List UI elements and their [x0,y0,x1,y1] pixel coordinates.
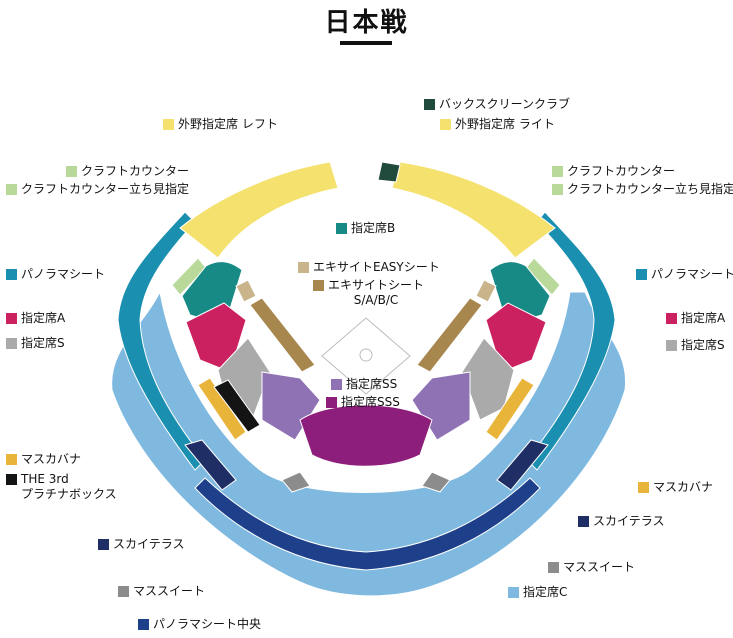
label-masukabana-left: マスカバナ [6,452,81,467]
home-plate [359,348,373,362]
swatch-outfield-right [440,119,451,130]
section-backscreen[interactable] [377,161,401,183]
section-mass-suite-right[interactable] [421,471,451,493]
swatch-outfield-left [163,119,174,130]
label-reserved-b: 指定席B [336,221,395,236]
swatch-craft-stand-left [6,184,17,195]
swatch-craft-right [552,166,563,177]
swatch-masukabana-right [638,482,649,493]
label-panorama-center: パノラマシート中央 [138,617,261,632]
section-outfield-left[interactable] [179,161,339,259]
label-panorama-right: パノラマシート [636,267,733,282]
swatch-sky-terrace-right [578,516,589,527]
swatch-reserved-s-left [6,338,17,349]
swatch-exciting [313,280,324,291]
section-exciting-easy-right[interactable] [475,279,497,303]
label-panorama-left: パノラマシート [6,267,105,282]
section-outfield-right[interactable] [391,161,556,259]
label-backscreen: バックスクリーンクラブ [424,97,570,112]
label-mass-suite-left: マススイート [118,584,205,599]
swatch-craft-stand-right [552,184,563,195]
section-masukabana-right[interactable] [485,377,535,441]
swatch-sss [326,397,337,408]
swatch-mass-suite-left [118,586,129,597]
section-sky-terrace-right[interactable] [496,439,549,491]
section-exciting-easy-left[interactable] [235,279,257,303]
section-panorama-right[interactable] [526,211,616,471]
section-mass-suite-left[interactable] [281,471,311,493]
label-reserved-a-left: 指定席A [6,311,65,326]
swatch-sky-terrace-left [98,539,109,550]
swatch-mass-suite-right [548,562,559,573]
section-sky-terrace-left[interactable] [184,439,237,491]
swatch-reserved-s-right [666,340,677,351]
label-masukabana-right: マスカバナ [638,480,713,495]
swatch-panorama-right [636,269,647,280]
section-the3rd[interactable] [213,379,261,433]
swatch-craft-left [66,166,77,177]
section-sss[interactable] [299,404,433,467]
label-the3rd: THE 3rd プラチナボックス [6,472,117,502]
label-craft-stand-right: クラフトカウンター立ち見指定 [552,182,733,197]
swatch-masukabana-left [6,454,17,465]
infield-diamond [321,317,411,395]
title-underline [340,41,392,45]
label-outfield-right: 外野指定席 ライト [440,117,555,132]
swatch-backscreen [424,99,435,110]
swatch-exciting-easy [298,262,309,273]
swatch-panorama-center [138,619,149,630]
swatch-reserved-a-left [6,313,17,324]
label-reserved-c: 指定席C [508,585,567,600]
label-sss: 指定席SSS [326,395,400,410]
label-outfield-left: 外野指定席 レフト [163,117,278,132]
page-title: 日本戦 [324,8,409,38]
label-sky-terrace-left: スカイテラス [98,537,185,552]
label-craft-left: クラフトカウンター [66,164,189,179]
label-craft-stand-left: クラフトカウンター立ち見指定 [6,182,189,197]
section-panorama-left[interactable] [117,211,206,471]
label-reserved-a-right: 指定席A [666,311,725,326]
label-exciting: エキサイトシート S/A/B/C [313,278,424,308]
label-sky-terrace-right: スカイテラス [578,514,665,529]
label-exciting-easy: エキサイトEASYシート [298,260,440,275]
swatch-panorama-left [6,269,17,280]
label-craft-right: クラフトカウンター [552,164,675,179]
swatch-reserved-a-right [666,313,677,324]
swatch-the3rd [6,474,17,485]
label-reserved-s-right: 指定席S [666,338,725,353]
section-exciting-left[interactable] [249,297,316,373]
label-reserved-s-left: 指定席S [6,336,65,351]
label-ss: 指定席SS [331,377,397,392]
label-mass-suite-right: マススイート [548,560,635,575]
section-panorama-center[interactable] [194,477,541,571]
section-reserved-a-right[interactable] [485,302,547,373]
section-exciting-right[interactable] [416,297,483,373]
section-reserved-a-left[interactable] [185,302,247,373]
swatch-reserved-c [508,587,519,598]
swatch-ss [331,379,342,390]
swatch-reserved-b [336,223,347,234]
section-masukabana-left[interactable] [197,377,247,441]
